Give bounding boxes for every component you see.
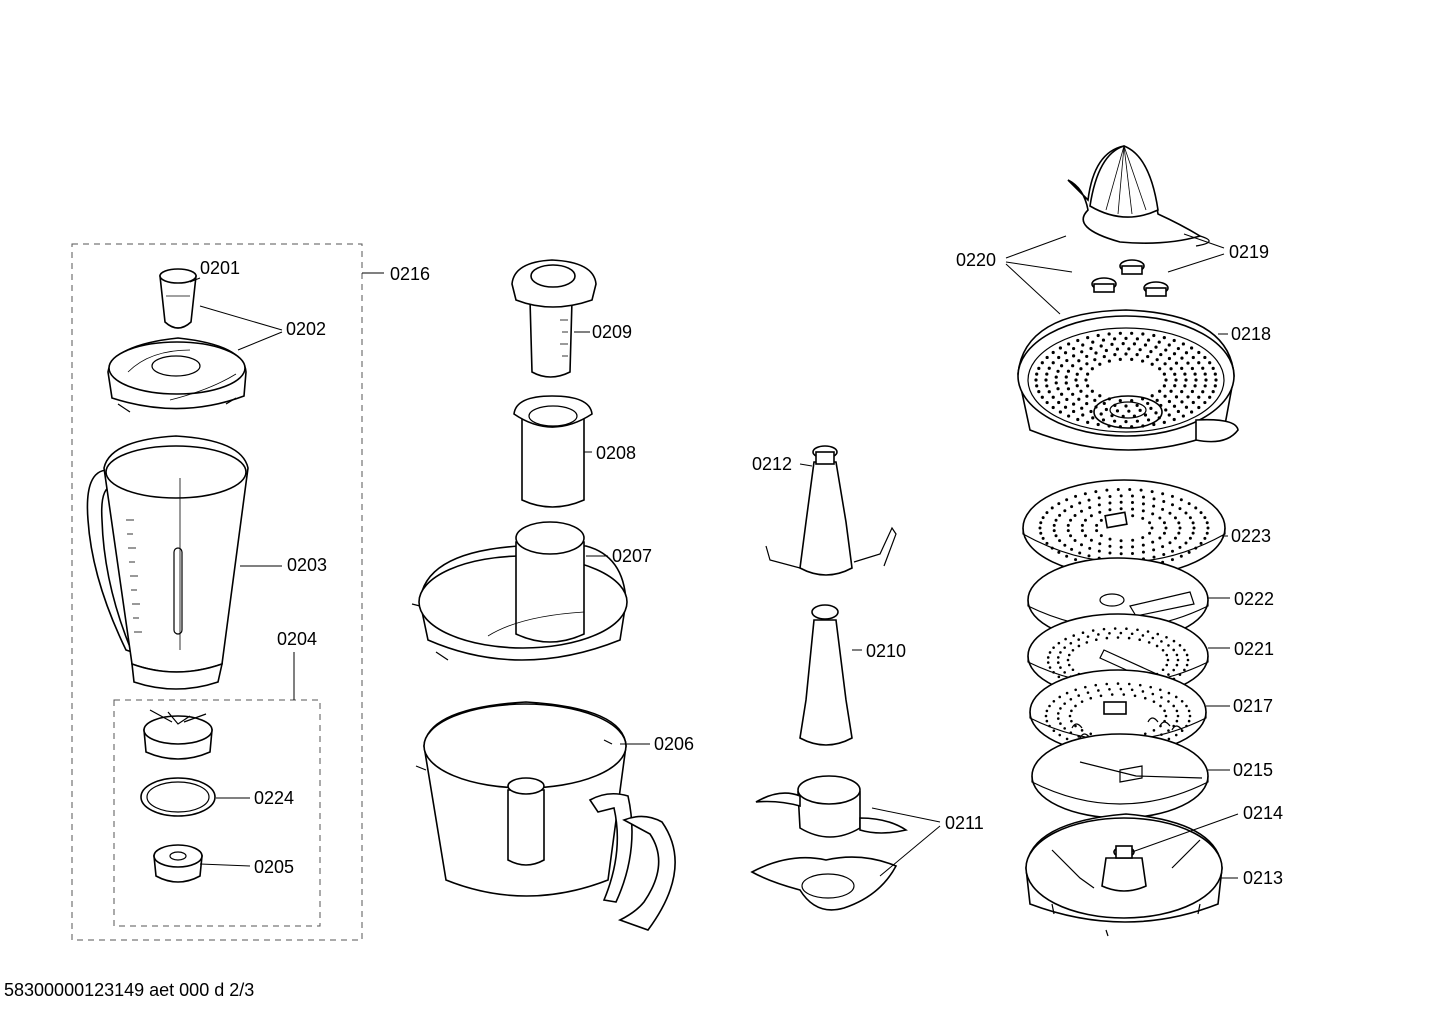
- part-0223-grating-disc: [1022, 479, 1226, 577]
- label-0205: 0205: [254, 857, 294, 877]
- label-0207: 0207: [612, 546, 652, 566]
- part-0203-jug: [86, 435, 249, 690]
- label-0219: 0219: [1229, 242, 1269, 262]
- part-blade-assembly: [143, 709, 213, 760]
- blender-group-box: [71, 243, 363, 941]
- label-0217: 0217: [1233, 696, 1273, 716]
- part-0206-bowl: [415, 701, 676, 931]
- leader-lines: [189, 233, 1239, 879]
- label-0215: 0215: [1233, 760, 1273, 780]
- label-0223: 0223: [1231, 526, 1271, 546]
- label-0212: 0212: [752, 454, 792, 474]
- part-0202-lid: [107, 337, 247, 413]
- sieve-holes: [1034, 331, 1218, 429]
- part-0224-seal-ring: [140, 777, 216, 817]
- part-0210-chopper-cap: [799, 604, 853, 746]
- label-0208: 0208: [596, 443, 636, 463]
- label-0220: 0220: [956, 250, 996, 270]
- label-0221: 0221: [1234, 639, 1274, 659]
- part-0211-chopper-blades: [750, 775, 908, 911]
- label-0203: 0203: [287, 555, 327, 575]
- part-0214-drive-shaft: [1101, 845, 1147, 892]
- part-0208-insert: [513, 395, 593, 508]
- part-0209-pusher: [511, 259, 597, 378]
- label-0218: 0218: [1231, 324, 1271, 344]
- label-0213: 0213: [1243, 868, 1283, 888]
- part-0205-coupling: [153, 844, 203, 883]
- label-0214: 0214: [1243, 803, 1283, 823]
- label-0201: 0201: [200, 258, 240, 278]
- label-0222: 0222: [1234, 589, 1274, 609]
- label-0211: 0211: [945, 813, 984, 833]
- document-footer-code: 58300000123149 aet 000 d 2/3: [4, 980, 255, 1000]
- part-0219-citrus-cone: [1067, 145, 1210, 247]
- part-0212-chopper-shaft: [765, 445, 897, 576]
- part-0201-measuring-cup: [159, 268, 197, 329]
- part-0218-sieve: [1017, 309, 1239, 451]
- label-0210: 0210: [866, 641, 906, 661]
- part-0220-cogs: [1091, 259, 1169, 297]
- part-0207-bowl-lid: [411, 521, 628, 661]
- label-0224: 0224: [254, 788, 294, 808]
- label-0209: 0209: [592, 322, 632, 342]
- part-0215-slicing-disc: [1031, 733, 1209, 819]
- label-0206: 0206: [654, 734, 694, 754]
- blade-group-box: [113, 699, 321, 927]
- label-0216: 0216: [390, 264, 430, 284]
- label-0204: 0204: [277, 629, 317, 649]
- label-0202: 0202: [286, 319, 326, 339]
